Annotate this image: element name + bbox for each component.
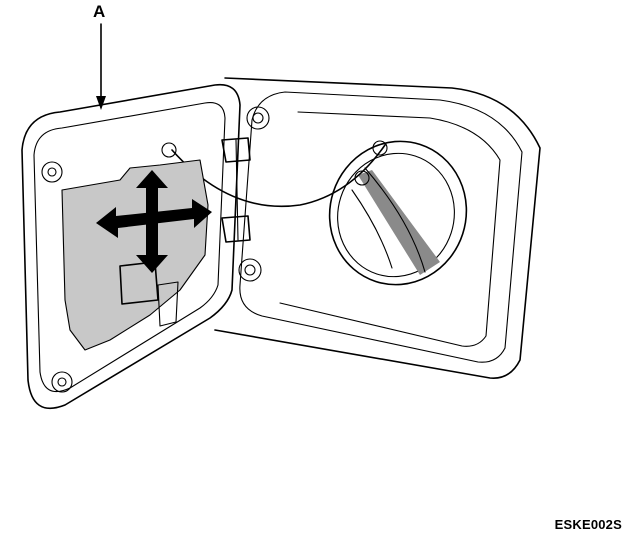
filler-neck (328, 140, 468, 286)
housing-bolt-top (246, 106, 270, 130)
figure-code: ESKE002S (554, 517, 622, 532)
door-hole-top (41, 161, 63, 183)
door-hole-bottom (51, 371, 73, 393)
filler-housing (214, 77, 541, 379)
callout-a-leader (96, 23, 106, 110)
latch-tab (119, 261, 159, 305)
callout-label-a: A (93, 2, 106, 21)
tether-anchor (161, 142, 177, 158)
tether-cable (171, 144, 386, 208)
fuel-filler-door (21, 83, 241, 410)
door-hinge (221, 137, 251, 243)
housing-bolt-bottom (238, 258, 262, 282)
horizontal-double-arrow (96, 199, 212, 238)
movement-arrows (96, 170, 212, 273)
